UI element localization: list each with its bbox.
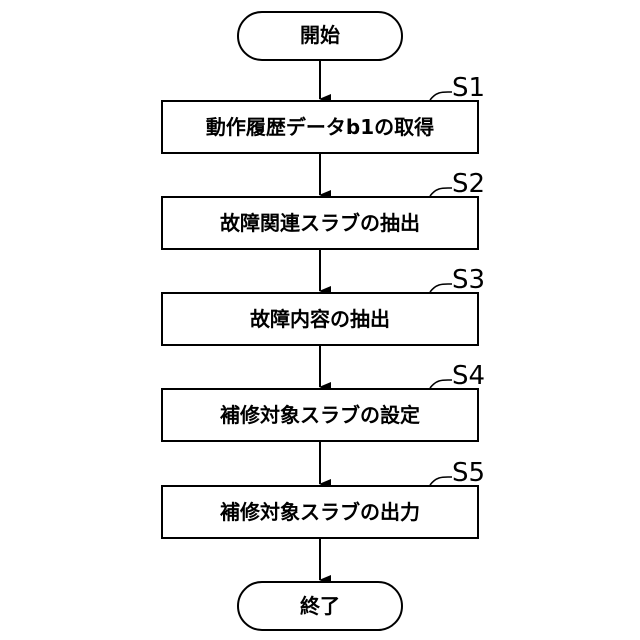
end-label: 終了 (300, 594, 340, 618)
step-s4: 補修対象スラブの設定 S4 (162, 361, 485, 441)
step-s3-leader (430, 284, 452, 292)
step-s2: 故障関連スラブの抽出 S2 (162, 169, 485, 249)
start-label: 開始 (300, 23, 340, 47)
end-terminator: 終了 (238, 582, 402, 630)
step-s5: 補修対象スラブの出力 S5 (162, 458, 485, 538)
step-s5-id: S5 (452, 458, 485, 488)
step-s1-label: 動作履歴データb1の取得 (206, 115, 434, 139)
step-s1-id: S1 (452, 73, 485, 103)
step-s3: 故障内容の抽出 S3 (162, 265, 485, 345)
step-s1: 動作履歴データb1の取得 S1 (162, 73, 485, 153)
step-s5-label: 補修対象スラブの出力 (219, 500, 420, 524)
step-s1-leader (430, 92, 452, 100)
step-s3-id: S3 (452, 265, 485, 295)
step-s2-label: 故障関連スラブの抽出 (220, 211, 420, 235)
step-s4-label: 補修対象スラブの設定 (219, 403, 420, 427)
step-s2-id: S2 (452, 169, 485, 199)
step-s2-leader (430, 188, 452, 196)
step-s3-label: 故障内容の抽出 (250, 307, 390, 331)
step-s4-id: S4 (452, 361, 485, 391)
step-s4-leader (430, 380, 452, 388)
start-terminator: 開始 (238, 12, 402, 60)
step-s5-leader (430, 477, 452, 485)
